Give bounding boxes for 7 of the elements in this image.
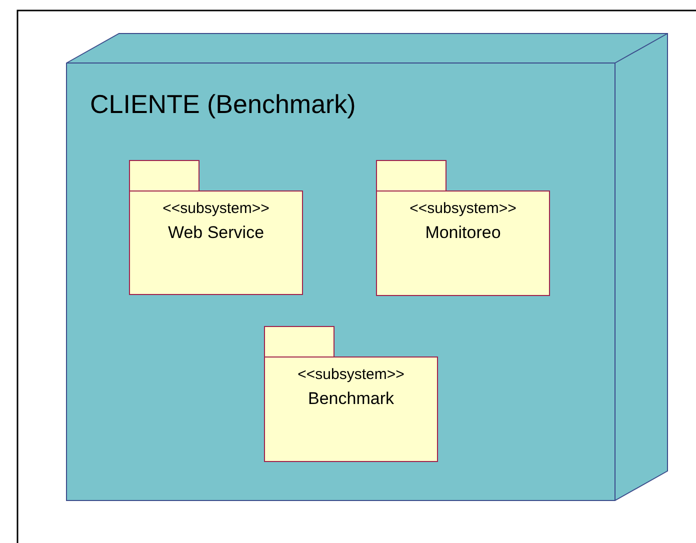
node-title: CLIENTE (Benchmark) bbox=[90, 89, 356, 120]
package-name: Monitoreo bbox=[424, 223, 502, 243]
package-name: Web Service bbox=[166, 223, 266, 243]
package-name: Benchmark bbox=[307, 389, 395, 409]
stereotype-label: <<subsystem>> bbox=[162, 200, 270, 217]
stereotype-label: <<subsystem>> bbox=[408, 200, 518, 217]
stereotype-label: <<subsystem>> bbox=[296, 366, 406, 383]
